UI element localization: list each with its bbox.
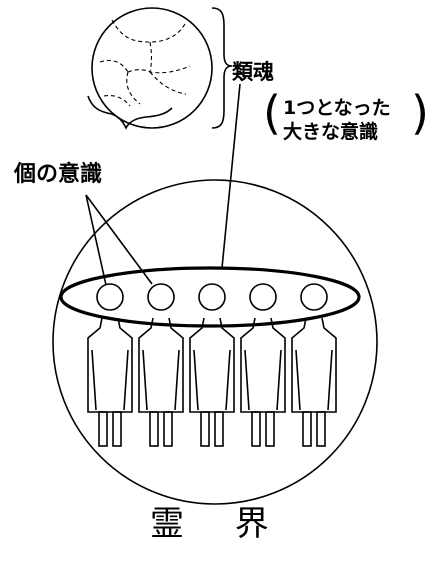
people-group	[87, 283, 337, 447]
person-arms	[244, 349, 282, 411]
person-body	[87, 317, 133, 413]
group-soul-brace	[211, 7, 233, 129]
person-5	[291, 283, 337, 447]
person-right-leg	[163, 411, 173, 447]
group-soul-sphere	[91, 7, 213, 129]
person-left-leg	[200, 411, 210, 447]
person-1	[87, 283, 133, 447]
group-soul-inner-dashes	[99, 19, 191, 107]
sphere-bottom-brace	[87, 95, 173, 130]
spirit-world-circle	[52, 179, 378, 505]
person-body	[291, 317, 337, 413]
individual-pointer-2	[85, 194, 153, 285]
person-arms	[91, 349, 129, 411]
person-3	[189, 283, 235, 447]
person-body	[240, 317, 286, 413]
group-soul-note-line1: 1つとなった	[283, 97, 391, 119]
person-head	[96, 283, 124, 311]
person-left-leg	[98, 411, 108, 447]
note-close-paren: )	[411, 86, 429, 140]
person-body	[189, 317, 235, 413]
person-right-leg	[214, 411, 224, 447]
person-body	[138, 317, 184, 413]
united-consciousness-ellipse	[59, 266, 361, 328]
note-open-paren: (	[263, 86, 281, 140]
person-arms	[295, 349, 333, 411]
person-right-leg	[316, 411, 326, 447]
individual-pointer-1	[85, 194, 107, 286]
person-4	[240, 283, 286, 447]
person-right-leg	[112, 411, 122, 447]
person-left-leg	[302, 411, 312, 447]
person-left-leg	[251, 411, 261, 447]
person-head	[198, 283, 226, 311]
person-head	[300, 283, 328, 311]
person-arms	[142, 349, 180, 411]
group-soul-note-line2: 大きな意識	[283, 121, 379, 143]
group-soul-label: 類魂	[232, 60, 274, 84]
individual-consciousness-label: 個の意識	[14, 162, 103, 187]
group-soul-note: ( 1つとなった 大きな意識 )	[263, 90, 429, 152]
person-left-leg	[149, 411, 159, 447]
person-head	[249, 283, 277, 311]
group-soul-circle	[91, 7, 213, 129]
individual-pointers	[85, 194, 153, 286]
spirit-world-label: 霊 界	[150, 504, 289, 544]
person-right-leg	[265, 411, 275, 447]
person-2	[138, 283, 184, 447]
person-arms	[193, 349, 231, 411]
person-head	[147, 283, 175, 311]
group-soul-pointer	[221, 83, 241, 269]
